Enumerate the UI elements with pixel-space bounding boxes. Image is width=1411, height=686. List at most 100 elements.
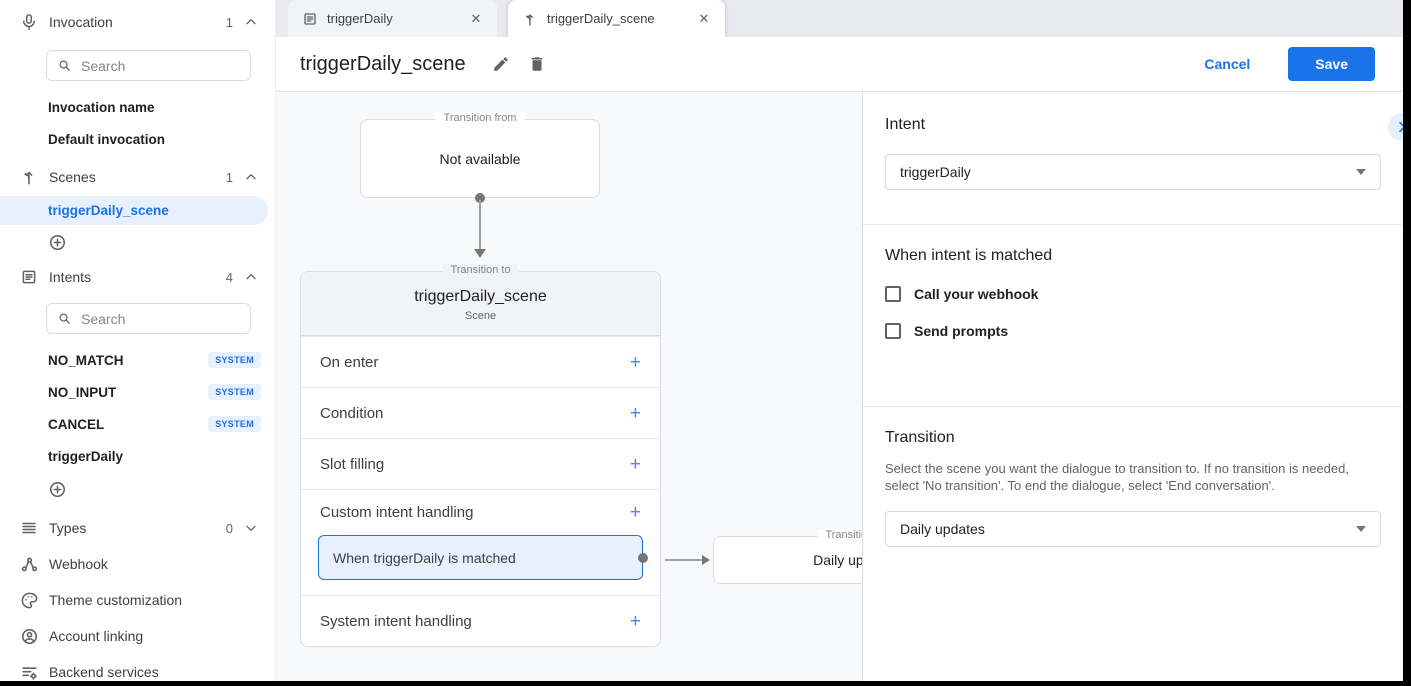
- webhook-icon: [20, 555, 39, 574]
- main-area: triggerDaily triggerDaily_scene triggerD…: [276, 0, 1403, 681]
- add-icon[interactable]: [630, 404, 641, 423]
- scene-row-condition[interactable]: Condition: [301, 387, 660, 438]
- transition-from-value: Not available: [439, 150, 521, 167]
- sidebar-item-default-invocation[interactable]: Default invocation: [48, 131, 166, 147]
- intent-doc-icon: [302, 11, 318, 27]
- sidebar-section-scenes[interactable]: Scenes 1: [0, 161, 275, 193]
- add-icon[interactable]: [630, 455, 641, 474]
- system-badge: SYSTEM: [208, 352, 261, 368]
- chevron-up-icon[interactable]: [243, 14, 259, 30]
- sidebar-section-types[interactable]: Types 0: [0, 510, 275, 546]
- intents-search: [46, 303, 251, 334]
- custom-intent-row[interactable]: Custom intent handling: [301, 490, 660, 535]
- page-header: triggerDaily_scene Cancel Save: [276, 37, 1403, 92]
- transition-section: Transition Select the scene you want the…: [863, 407, 1403, 547]
- sidebar: Invocation 1 Invocation name Default inv…: [0, 0, 276, 681]
- transition-from-card: Transition from Not available: [360, 112, 600, 198]
- scene-node-card: Transition to triggerDaily_scene Scene O…: [300, 264, 661, 647]
- sidebar-item-triggerdaily-scene[interactable]: triggerDaily_scene: [0, 196, 268, 225]
- invocation-search-input[interactable]: [81, 57, 240, 74]
- chevron-up-icon[interactable]: [243, 269, 259, 285]
- close-icon[interactable]: [467, 10, 485, 28]
- tab-triggerdaily[interactable]: triggerDaily: [288, 0, 497, 37]
- transition-select[interactable]: Daily updates: [885, 511, 1381, 547]
- microphone-icon: [20, 13, 38, 31]
- caret-down-icon: [1356, 169, 1366, 175]
- sidebar-item-webhook[interactable]: Webhook: [0, 546, 275, 582]
- add-icon[interactable]: [630, 612, 641, 631]
- close-icon[interactable]: [695, 10, 713, 28]
- scene-row-slot-filling[interactable]: Slot filling: [301, 438, 660, 489]
- section-count: 4: [225, 269, 233, 285]
- scene-branch-icon: [20, 168, 38, 186]
- add-intent-button[interactable]: [0, 474, 275, 504]
- sidebar-item-backend-services[interactable]: Backend services: [0, 654, 275, 681]
- send-prompts-option[interactable]: Send prompts: [885, 323, 1381, 339]
- scene-node-header[interactable]: triggerDaily_scene Scene: [301, 272, 660, 336]
- sidebar-item-triggerdaily[interactable]: triggerDaily: [48, 448, 124, 464]
- scene-branch-icon: [522, 11, 538, 27]
- add-icon[interactable]: [630, 503, 641, 522]
- sidebar-item-account-linking[interactable]: Account linking: [0, 618, 275, 654]
- connector-dot: [475, 193, 485, 203]
- chevron-up-icon[interactable]: [243, 169, 259, 185]
- add-icon[interactable]: [630, 353, 641, 372]
- transition-heading: Transition: [885, 429, 955, 446]
- scene-node-title: triggerDaily_scene: [414, 288, 547, 305]
- tab-strip: triggerDaily triggerDaily_scene: [276, 0, 1403, 37]
- sidebar-item-no-match[interactable]: NO_MATCH SYSTEM: [0, 344, 275, 376]
- when-matched-section: When intent is matched Call your webhook…: [863, 225, 1403, 407]
- plus-circle-icon: [49, 481, 66, 497]
- call-webhook-option[interactable]: Call your webhook: [885, 286, 1381, 302]
- page-title: triggerDaily_scene: [300, 52, 466, 75]
- tab-label: triggerDaily: [327, 11, 393, 26]
- chevron-down-icon[interactable]: [243, 520, 259, 536]
- sidebar-item-no-input[interactable]: NO_INPUT SYSTEM: [0, 376, 275, 408]
- connector-line: [479, 200, 481, 250]
- screenshot-bottom-edge: [0, 681, 1411, 686]
- collapse-panel-button[interactable]: [1388, 113, 1403, 141]
- section-count: 1: [225, 14, 233, 30]
- transition-description: Select the scene you want the dialogue t…: [885, 461, 1349, 493]
- screenshot-right-edge: [1403, 0, 1411, 686]
- intent-handler-when-triggerdaily-matched[interactable]: When triggerDaily is matched: [318, 535, 648, 580]
- send-prompts-checkbox[interactable]: [885, 323, 901, 339]
- when-matched-heading: When intent is matched: [885, 247, 1053, 264]
- search-icon: [59, 60, 70, 71]
- caret-down-icon: [1356, 526, 1366, 532]
- sidebar-section-intents[interactable]: Intents 4: [0, 261, 275, 293]
- sidebar-item-cancel[interactable]: CANCEL SYSTEM: [0, 408, 275, 440]
- chevron-right-icon: [1399, 121, 1403, 133]
- arrow-down-icon: [474, 249, 486, 258]
- transition-target-card[interactable]: Transition to Daily updates: [713, 529, 862, 584]
- scene-row-custom-intent-handling: Custom intent handling When triggerDaily…: [301, 489, 660, 595]
- transition-target-title: Daily updates: [813, 552, 862, 568]
- types-list-icon: [20, 519, 38, 537]
- intent-heading: Intent: [885, 116, 926, 133]
- search-icon: [59, 313, 70, 324]
- invocation-search: [46, 50, 251, 81]
- plus-circle-icon: [49, 234, 66, 250]
- sidebar-item-invocation-name[interactable]: Invocation name: [48, 99, 155, 115]
- edit-pencil-icon[interactable]: [488, 51, 514, 77]
- section-count: 0: [225, 520, 233, 536]
- save-button[interactable]: Save: [1288, 47, 1375, 81]
- tab-triggerdaily-scene[interactable]: triggerDaily_scene: [508, 0, 725, 37]
- tab-label: triggerDaily_scene: [547, 11, 655, 26]
- sidebar-section-invocation[interactable]: Invocation 1: [0, 6, 275, 38]
- call-webhook-checkbox[interactable]: [885, 286, 901, 302]
- connector-dot: [638, 552, 648, 563]
- add-scene-button[interactable]: [0, 227, 275, 257]
- system-badge: SYSTEM: [208, 416, 261, 432]
- scene-row-on-enter[interactable]: On enter: [301, 336, 660, 387]
- sidebar-item-theme-customization[interactable]: Theme customization: [0, 582, 275, 618]
- section-label: Scenes: [49, 169, 96, 185]
- intent-doc-icon: [20, 268, 38, 286]
- scene-row-system-intent-handling[interactable]: System intent handling: [301, 595, 660, 646]
- cancel-button[interactable]: Cancel: [1188, 48, 1266, 80]
- delete-trash-icon[interactable]: [524, 51, 550, 77]
- intent-properties-panel: Intent triggerDaily When intent is match…: [862, 92, 1403, 681]
- intent-select[interactable]: triggerDaily: [885, 154, 1381, 190]
- intents-search-input[interactable]: [81, 310, 240, 327]
